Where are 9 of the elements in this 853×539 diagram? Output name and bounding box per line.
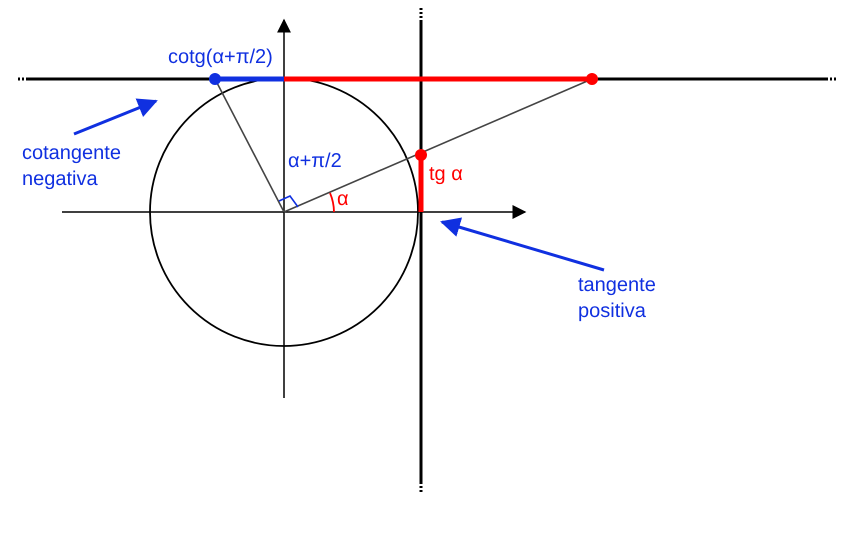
- math-label: α+π/2: [288, 149, 342, 174]
- math-label: tg α: [429, 162, 463, 187]
- annotation-text: tangente positiva: [578, 272, 656, 324]
- leader-arrow: [73, 98, 158, 136]
- tangent-line: [420, 8, 422, 494]
- annotation-text: cotangente negativa: [22, 140, 121, 192]
- leader-arrow: [440, 218, 604, 272]
- math-label: cotg(α+π/2): [168, 45, 273, 70]
- math-label: α: [337, 187, 349, 212]
